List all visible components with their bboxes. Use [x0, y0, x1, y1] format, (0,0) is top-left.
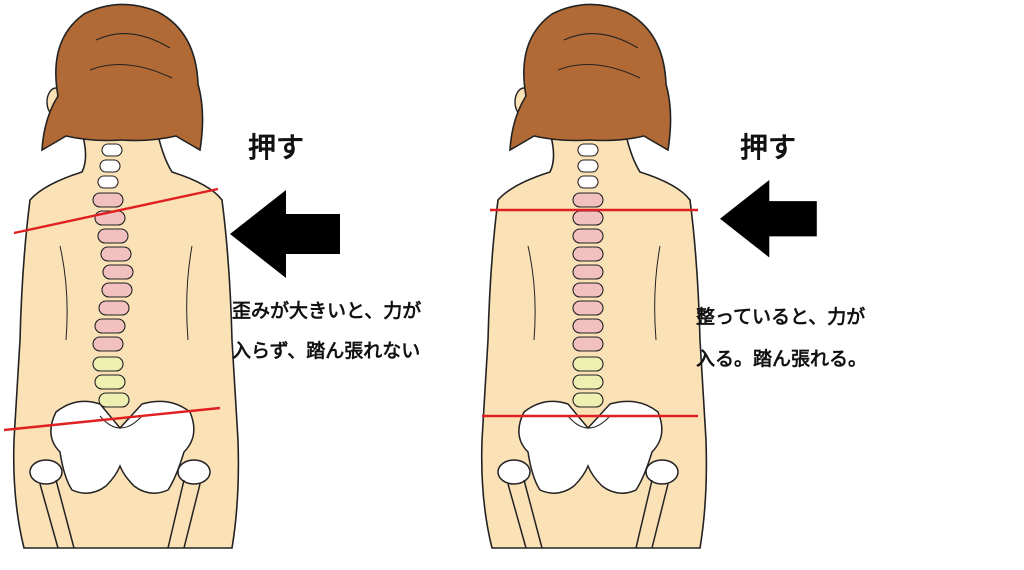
caption-left-line2: 入らず、踏ん張れない — [232, 340, 421, 362]
arrow-right-panel-icon — [720, 180, 817, 258]
push-label-right: 押す — [740, 131, 797, 164]
push-label-left: 押す — [248, 131, 305, 164]
figure-right — [480, 3, 708, 549]
caption-right-line1: 整っていると、力が — [696, 306, 866, 328]
caption-left-line1: 歪みが大きいと、力が — [232, 300, 422, 322]
hip-line-left — [3, 406, 221, 432]
shoulder-line-left — [13, 187, 219, 235]
arrow-left-icon — [230, 190, 340, 278]
figure-left — [12, 3, 240, 549]
caption-right-line2: 入る。踏ん張れる。 — [696, 348, 868, 370]
